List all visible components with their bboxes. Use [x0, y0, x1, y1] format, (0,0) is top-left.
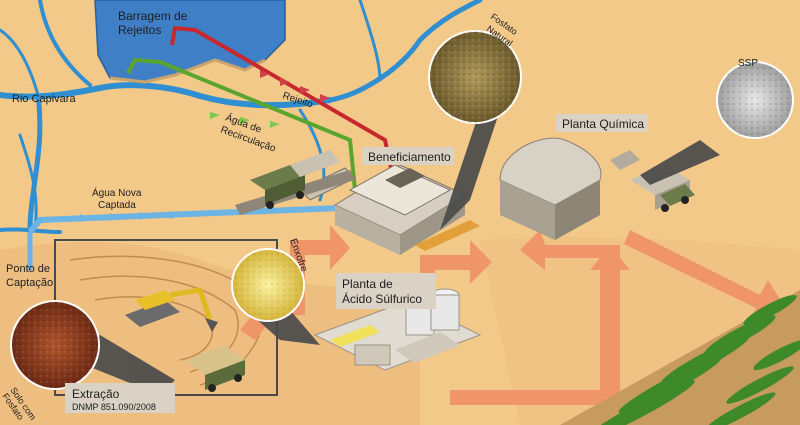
recirc-arrows	[210, 112, 280, 128]
acid-plant-label-line2: Ácido Súlfurico	[342, 291, 422, 306]
dam-label-line1: Barragem de	[118, 9, 188, 23]
excavator	[125, 287, 218, 332]
intake-label-line1: Ponto de	[6, 263, 50, 275]
dam-wall	[109, 58, 266, 84]
chem-plant-label-bg	[556, 114, 648, 132]
dnmp-label: DNMP 851.090/2008	[72, 402, 156, 412]
intake-label-line2: Captação	[6, 277, 53, 289]
ssp-label: SSP	[738, 58, 758, 69]
recirculation-pipe	[126, 57, 357, 191]
acid-plant-label-line1: Planta de	[342, 277, 393, 291]
extraction-label: Extração	[72, 387, 120, 401]
extraction-label-bg	[65, 383, 175, 413]
dam-label-line2: Rejeitos	[118, 23, 161, 37]
fresh-water-label-line2: Captada	[98, 200, 136, 211]
fresh-water-label-line1: Água Nova	[92, 186, 142, 199]
beneficiation-label-bg	[362, 147, 454, 165]
beneficiation-label: Beneficiamento	[368, 150, 451, 164]
material-circles	[10, 30, 794, 390]
crop-field	[560, 290, 800, 425]
river-label: Rio Capivara	[12, 93, 76, 105]
fresh-water-arrows	[80, 211, 180, 222]
truck-pit	[185, 345, 245, 392]
chem-plant-label: Planta Química	[562, 117, 644, 131]
terrain-shade	[0, 242, 420, 425]
chemical-plant	[499, 137, 640, 240]
truck-top	[250, 150, 340, 209]
acid-plant-label-bg	[336, 273, 436, 309]
tailings-arrows	[260, 70, 330, 102]
